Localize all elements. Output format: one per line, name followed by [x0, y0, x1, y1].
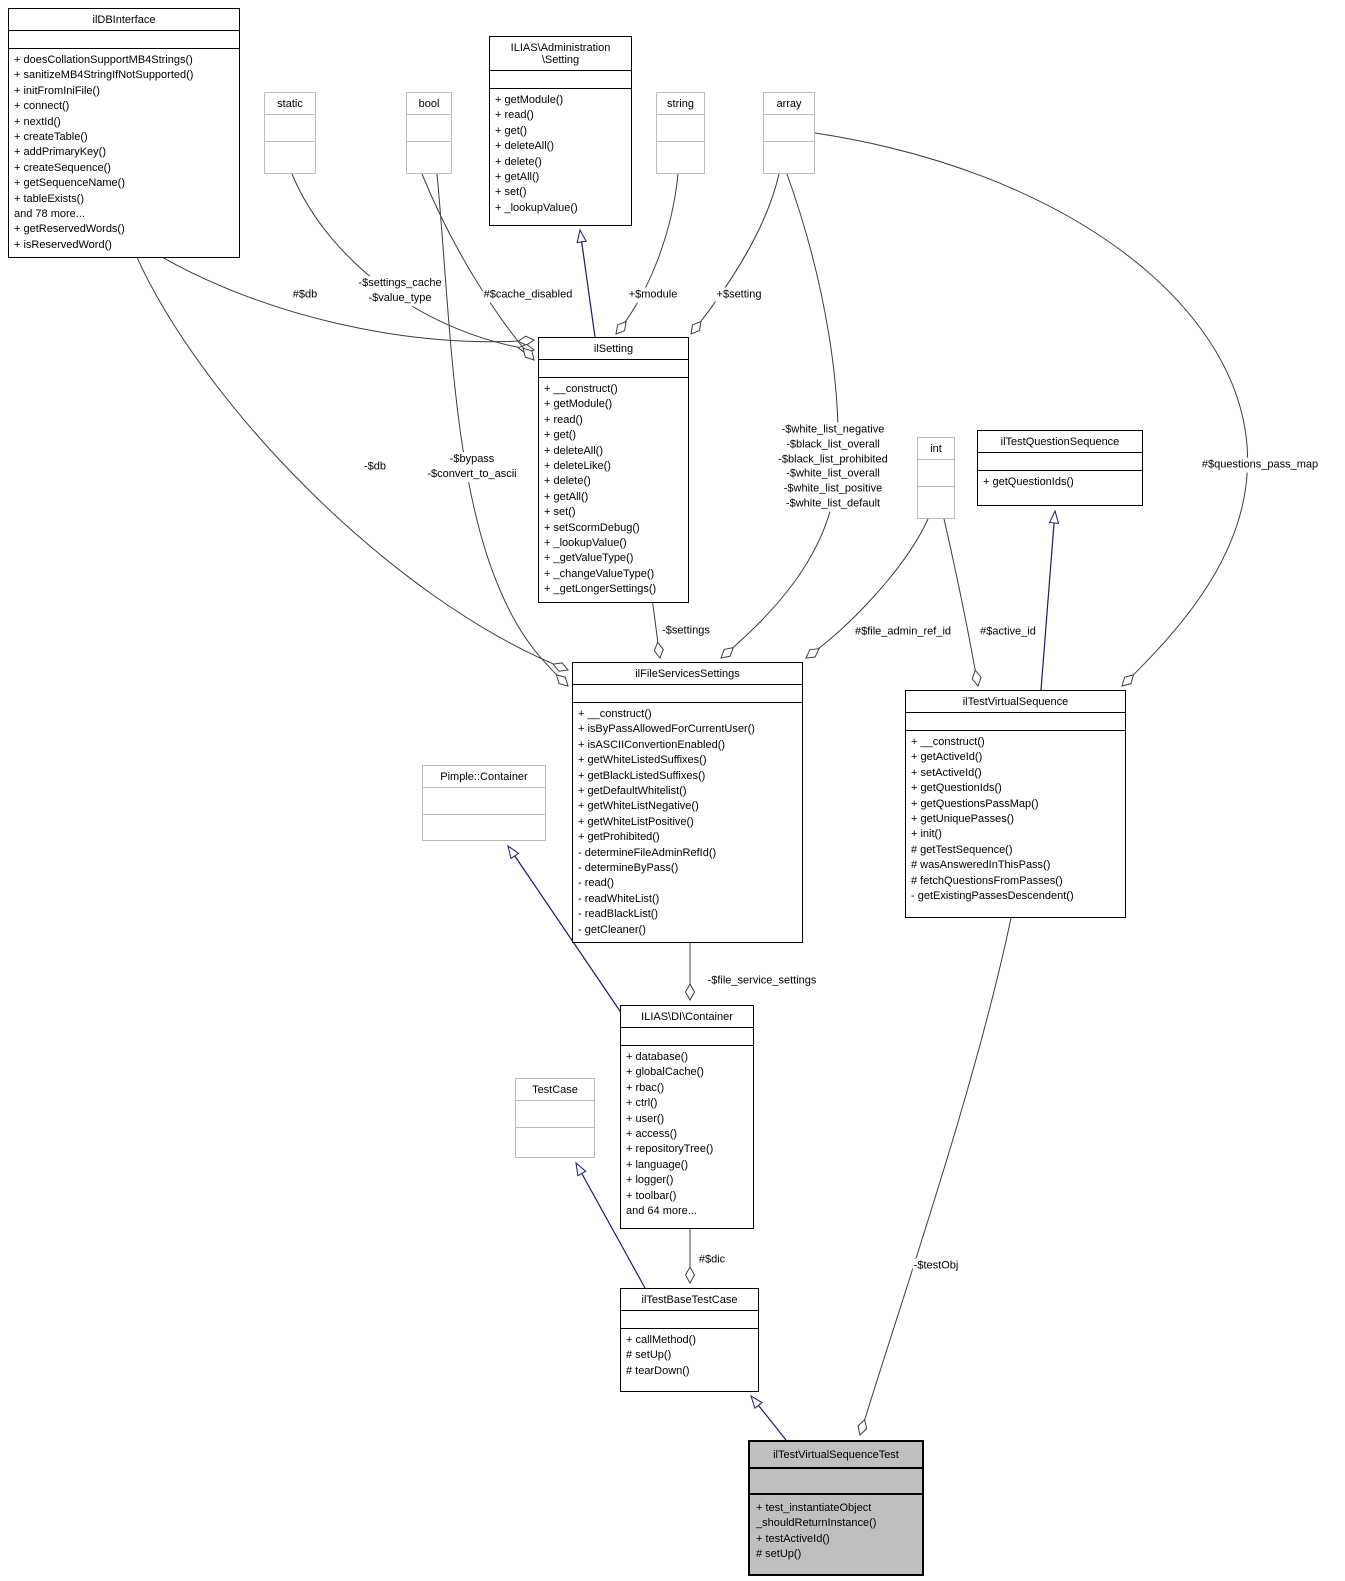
class-box-pimple-container: Pimple::Container [422, 765, 546, 841]
edge-usage-cachedisabled-ilsetting [421, 173, 534, 360]
class-methods [657, 142, 704, 167]
edge-label-dic: #$dic [697, 1252, 727, 1268]
edge-label-file-service-settings: -$file_service_settings [706, 973, 818, 989]
edge-label-whitelists: -$white_list_negative -$black_list_overa… [777, 422, 889, 512]
class-box-static: static [264, 92, 316, 174]
class-methods [265, 142, 315, 167]
edge-usage-setting-ilsetting [691, 173, 780, 334]
edge-label-file-admin-ref-id: #$file_admin_ref_id [853, 624, 953, 640]
class-attributes [423, 788, 545, 815]
class-methods: + __construct()+ isByPassAllowedForCurre… [578, 708, 755, 936]
class-methods: + getQuestionIds() [983, 476, 1074, 488]
class-title: ilTestVirtualSequence [906, 691, 1125, 713]
edge-usage-settings-fileservices [651, 598, 660, 658]
class-box-iltestvirtualsequence[interactable]: ilTestVirtualSequence + __construct()+ g… [905, 690, 1126, 918]
class-title: ilDBInterface [9, 9, 239, 31]
class-attributes [918, 460, 954, 487]
class-title: string [657, 93, 704, 115]
edge-inherit-virtualsequence-questionsequence [1040, 509, 1060, 691]
edge-usage-fileadminrefid-fileservices [806, 518, 929, 658]
class-title: array [764, 93, 814, 115]
class-attributes [516, 1101, 594, 1128]
edge-label-settings: -$settings [661, 623, 711, 639]
edge-label-testobj: -$testObj [912, 1258, 960, 1274]
edge-usage-db-fileservices [134, 252, 568, 670]
edge-usage-activeid-virtualsequence [943, 518, 978, 686]
edge-usage-whitelists-fileservices [721, 173, 839, 658]
class-box-bool: bool [406, 92, 452, 174]
edge-inherit-sequencetest-basetestcase [750, 1394, 787, 1441]
class-methods [407, 142, 451, 167]
class-methods: + __construct()+ getModule()+ read()+ ge… [544, 383, 657, 596]
class-methods: + callMethod()# setUp()# tearDown() [626, 1334, 697, 1377]
class-title: static [265, 93, 315, 115]
class-box-ilias-administration-setting[interactable]: ILIAS\Administration \Setting + getModul… [489, 36, 632, 226]
edge-label-db2: -$db [362, 459, 388, 475]
edge-inherit-dicontainer-pimple [507, 844, 623, 1015]
class-title: ilSetting [539, 338, 688, 360]
class-title: ILIAS\DI\Container [621, 1006, 753, 1028]
class-attributes [407, 115, 451, 142]
edge-label-cache-disabled: #$cache_disabled [482, 287, 574, 303]
class-title: ilTestBaseTestCase [621, 1289, 758, 1311]
class-methods: + doesCollationSupportMB4Strings()+ sani… [14, 54, 194, 251]
edge-inherit-basetestcase-testcase [575, 1161, 646, 1289]
class-methods [423, 815, 545, 840]
edge-usage-questionspassmap-virtualsequence [814, 132, 1249, 686]
class-attributes [764, 115, 814, 142]
class-attributes [906, 713, 1125, 731]
edge-label-bypass: -$bypass -$convert_to_ascii [426, 452, 518, 482]
edge-label-active-id: #$active_id [979, 624, 1037, 640]
edge-label-questions-pass-map: #$questions_pass_map [1200, 457, 1320, 473]
class-methods: + database()+ globalCache()+ rbac()+ ctr… [626, 1051, 714, 1218]
class-title: ILIAS\Administration \Setting [490, 37, 631, 71]
class-box-array: array [763, 92, 815, 174]
class-methods [516, 1128, 594, 1153]
class-title: ilFileServicesSettings [573, 663, 802, 685]
class-methods: + test_instantiateObject_shouldReturnIns… [756, 1502, 877, 1561]
class-methods [764, 142, 814, 167]
class-methods [918, 487, 954, 512]
class-box-testcase: TestCase [515, 1078, 595, 1158]
edge-usage-module-ilsetting [616, 173, 679, 334]
class-attributes [539, 360, 688, 378]
class-attributes [9, 31, 239, 49]
class-title: bool [407, 93, 451, 115]
class-attributes [573, 685, 802, 703]
class-box-ilfileservicessettings[interactable]: ilFileServicesSettings + __construct()+ … [572, 662, 803, 944]
edge-usage-testobj-sequencetest [860, 917, 1012, 1435]
class-attributes [621, 1311, 758, 1329]
class-attributes [750, 1469, 922, 1495]
class-attributes [657, 115, 704, 142]
edge-usage-db-ilsetting [154, 252, 534, 342]
class-attributes [265, 115, 315, 142]
edge-usage-bypass-fileservices [436, 173, 568, 686]
edge-label-settings-cache: -$settings_cache -$value_type [357, 276, 443, 306]
class-box-iltestbasetestcase[interactable]: ilTestBaseTestCase + callMethod()# setUp… [620, 1288, 759, 1392]
class-attributes [490, 71, 631, 89]
class-box-iltestvirtualsequencetest: ilTestVirtualSequenceTest + test_instant… [748, 1440, 924, 1576]
class-box-ildbinterface[interactable]: ilDBInterface + doesCollationSupportMB4S… [8, 8, 240, 259]
class-attributes [978, 453, 1142, 471]
class-box-string: string [656, 92, 705, 174]
class-box-iltestquestionsequence[interactable]: ilTestQuestionSequence + getQuestionIds(… [977, 430, 1143, 506]
class-attributes [621, 1028, 753, 1046]
class-title: ilTestVirtualSequenceTest [750, 1442, 922, 1469]
class-methods: + getModule()+ read()+ get()+ deleteAll(… [495, 94, 578, 214]
edge-inherit-ilsetting-adminsetting [576, 228, 596, 338]
edge-label-setting: +$setting [715, 287, 763, 303]
class-title: TestCase [516, 1079, 594, 1101]
edge-label-module: +$module [627, 287, 679, 303]
edge-label-db: #$db [291, 287, 319, 303]
class-box-ilsetting[interactable]: ilSetting + __construct()+ getModule()+ … [538, 337, 689, 603]
class-methods: + __construct()+ getActiveId()+ setActiv… [911, 736, 1074, 903]
class-title: Pimple::Container [423, 766, 545, 788]
class-title: int [918, 438, 954, 460]
class-box-ilias-di-container[interactable]: ILIAS\DI\Container + database()+ globalC… [620, 1005, 754, 1229]
class-box-int: int [917, 437, 955, 519]
class-title: ilTestQuestionSequence [978, 431, 1142, 453]
